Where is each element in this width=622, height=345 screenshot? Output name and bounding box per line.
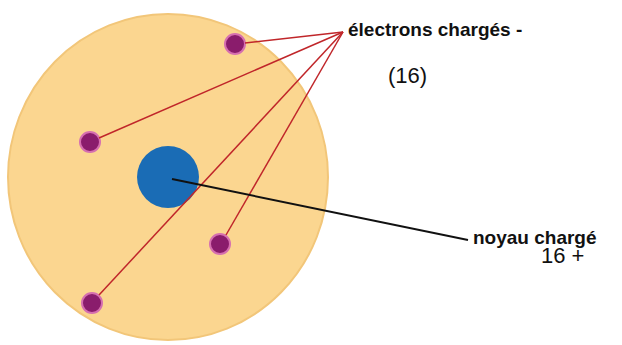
leader-line (172, 179, 468, 240)
leader-line (99, 32, 343, 295)
nucleus (137, 146, 199, 208)
nucleus-charge: 16 + (541, 244, 584, 268)
electron (80, 132, 100, 152)
atom-cloud (8, 14, 328, 340)
electron (225, 34, 245, 54)
electron-label: électrons chargés - (348, 20, 522, 41)
leader-line (226, 32, 343, 235)
leader-line (245, 32, 343, 43)
leader-line (99, 32, 343, 138)
electron (82, 293, 102, 313)
electron-count: (16) (388, 64, 427, 88)
electron (210, 234, 230, 254)
